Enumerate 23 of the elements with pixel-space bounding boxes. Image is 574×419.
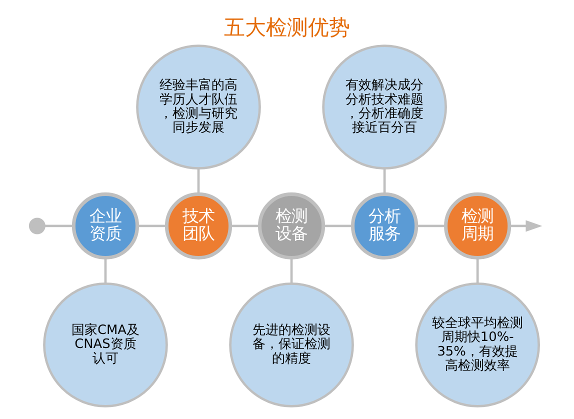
connector	[416, 224, 446, 228]
connector	[383, 168, 386, 194]
node-circle: 先进的检测设备，保证检测的精度	[229, 282, 354, 408]
node-circle: 企业资质	[72, 192, 140, 260]
connector	[197, 168, 200, 194]
connector	[104, 258, 107, 284]
node-circle: 有效解决成分分析技术难题，分析准确度接近百分百	[322, 44, 447, 170]
node-circle	[28, 218, 46, 234]
connector	[290, 258, 293, 284]
connector	[230, 224, 260, 228]
node-circle: 分析服务	[351, 192, 418, 260]
connector	[324, 224, 353, 228]
node-circle: 检测周期	[444, 192, 512, 260]
connector	[44, 224, 74, 228]
arrow	[509, 220, 542, 232]
node-circle: 较全球平均检测周期快10%-35%，有效提高检测效率	[415, 282, 540, 408]
node-circle: 技术团队	[164, 192, 232, 260]
connector	[137, 224, 167, 228]
node-circle: 经验丰富的高学历人才队伍，检测与研究同步发展	[136, 44, 261, 170]
node-circle: 国家CMA及CNAS资质认可	[43, 282, 168, 408]
connector	[476, 258, 479, 284]
diagram-title: 五大检测优势	[224, 14, 350, 40]
node-circle: 检测设备	[258, 192, 326, 260]
